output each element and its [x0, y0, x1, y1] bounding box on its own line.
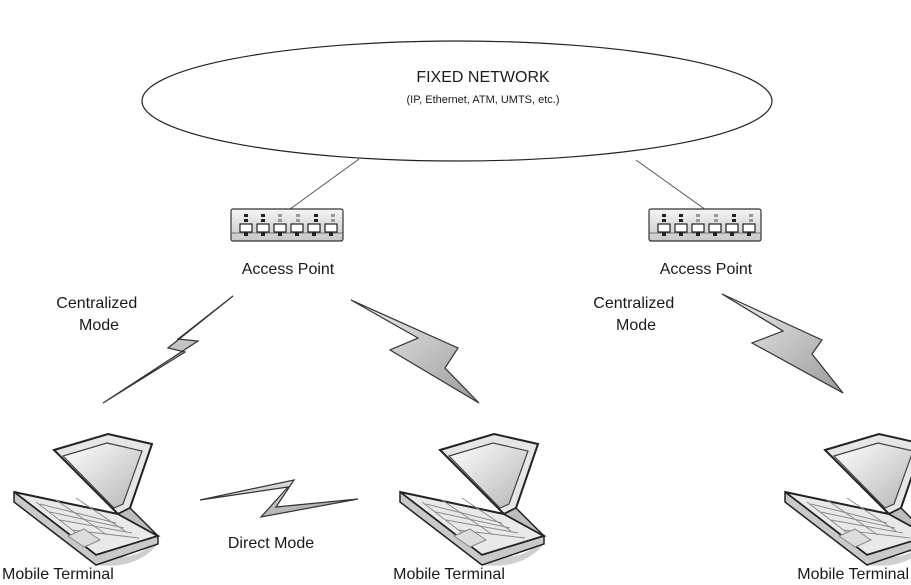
mobile-terminal-left [13, 433, 159, 567]
centralized-mode-right-line1: Centralized [593, 295, 674, 312]
mobile-terminal-label-left: Mobile Terminal [2, 566, 114, 583]
wireless-link-access-point-to-middle [350, 299, 480, 404]
direct-mode-label: Direct Mode [228, 535, 314, 552]
mobile-terminal-label-middle: Mobile Terminal [393, 566, 505, 583]
centralized-mode-label-left: Centralized Mode [56, 295, 141, 334]
wireless-link-centralized-left [102, 295, 234, 404]
fixed-network-ellipse [141, 40, 773, 162]
mobile-terminal-middle [399, 433, 545, 567]
centralized-mode-label-right: Centralized Mode [593, 295, 678, 334]
network-subtitle: (IP, Ethernet, ATM, UMTS, etc.) [406, 94, 559, 106]
network-title: FIXED NETWORK [416, 69, 550, 86]
access-point-label-right: Access Point [660, 261, 753, 278]
access-point-right [648, 208, 762, 242]
wireless-link-direct [199, 479, 359, 518]
wireless-link-centralized-right [721, 293, 844, 394]
network-link-right [635, 159, 707, 211]
network-link-left [285, 158, 360, 213]
centralized-mode-right-line2: Mode [616, 317, 656, 334]
mobile-terminal-label-right: Mobile Terminal [797, 566, 909, 583]
mobile-terminal-right [784, 433, 911, 567]
centralized-mode-left-line1: Centralized [56, 295, 137, 312]
access-point-left [230, 208, 344, 242]
access-point-label-left: Access Point [242, 261, 335, 278]
centralized-mode-left-line2: Mode [79, 317, 119, 334]
